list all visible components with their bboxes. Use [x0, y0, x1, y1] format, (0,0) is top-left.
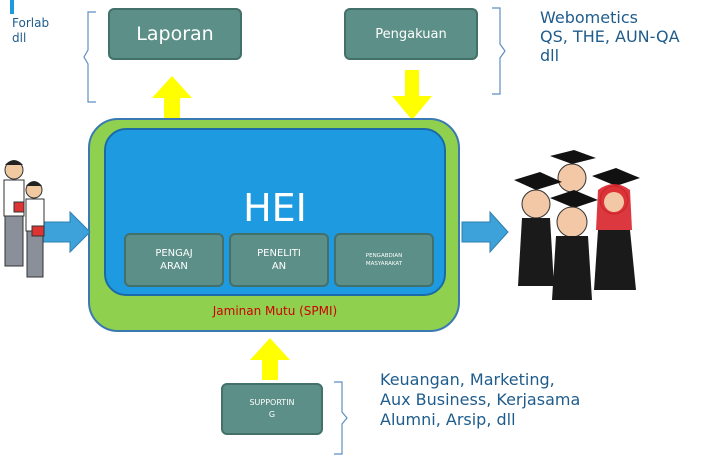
pengakuan-label: Pengakuan	[375, 26, 447, 42]
unit-pengajaran: PENGAJ ARAN	[124, 233, 224, 287]
top-left-note-line1: Forlab	[12, 16, 50, 30]
quality-label: Jaminan Mutu (SPMI)	[212, 304, 338, 318]
bottom-note-line2: Aux Business, Kerjasama	[380, 390, 581, 409]
unit-penelitian-line2: AN	[271, 261, 287, 272]
supporting-line2: G	[268, 410, 276, 419]
students-illustration	[3, 160, 45, 278]
unit-pengabdian: PENGABDIAN MASYARAKAT	[334, 233, 434, 287]
unit-penelitian: PENELITI AN	[229, 233, 329, 287]
arrow-in	[39, 210, 91, 254]
arrow-out	[461, 210, 509, 254]
graduates-illustration	[514, 150, 640, 300]
unit-penelitian-line1: PENELITI	[257, 247, 301, 259]
pengakuan-box: Pengakuan	[344, 8, 478, 60]
unit-pengabdian-line1: PENGABDIAN	[365, 252, 403, 259]
top-left-note: Forlab dll	[12, 16, 49, 46]
unit-pengajaran-line2: ARAN	[160, 261, 188, 272]
arrow-down-pengakuan	[392, 70, 432, 120]
top-right-note: Webometics QS, THE, AUN-QA dll	[540, 8, 680, 66]
supporting-line1: SUPPORTIN	[249, 398, 295, 407]
accent-bar	[10, 0, 14, 14]
hei-title: HEI	[243, 186, 307, 230]
top-right-note-line3: dll	[540, 46, 560, 66]
laporan-box: Laporan	[108, 8, 242, 60]
right-bracket	[492, 7, 506, 95]
bottom-bracket	[334, 381, 348, 455]
top-right-note-line1: Webometics	[540, 8, 638, 27]
arrow-up-supporting	[250, 338, 290, 380]
arrow-up-laporan	[152, 76, 192, 122]
top-right-note-line2: QS, THE, AUN-QA	[540, 27, 680, 47]
supporting-box: SUPPORTIN G	[221, 383, 323, 435]
unit-pengabdian-line2: MASYARAKAT	[365, 261, 403, 267]
laporan-label: Laporan	[136, 23, 214, 45]
unit-pengajaran-line1: PENGAJ	[155, 247, 193, 259]
bottom-note-line3: Alumni, Arsip, dll	[380, 410, 516, 429]
top-left-note-line2: dll	[12, 31, 27, 45]
left-bracket	[83, 11, 96, 103]
bottom-note-line1: Keuangan, Marketing,	[380, 370, 555, 389]
bottom-note: Keuangan, Marketing, Aux Business, Kerja…	[380, 370, 580, 430]
